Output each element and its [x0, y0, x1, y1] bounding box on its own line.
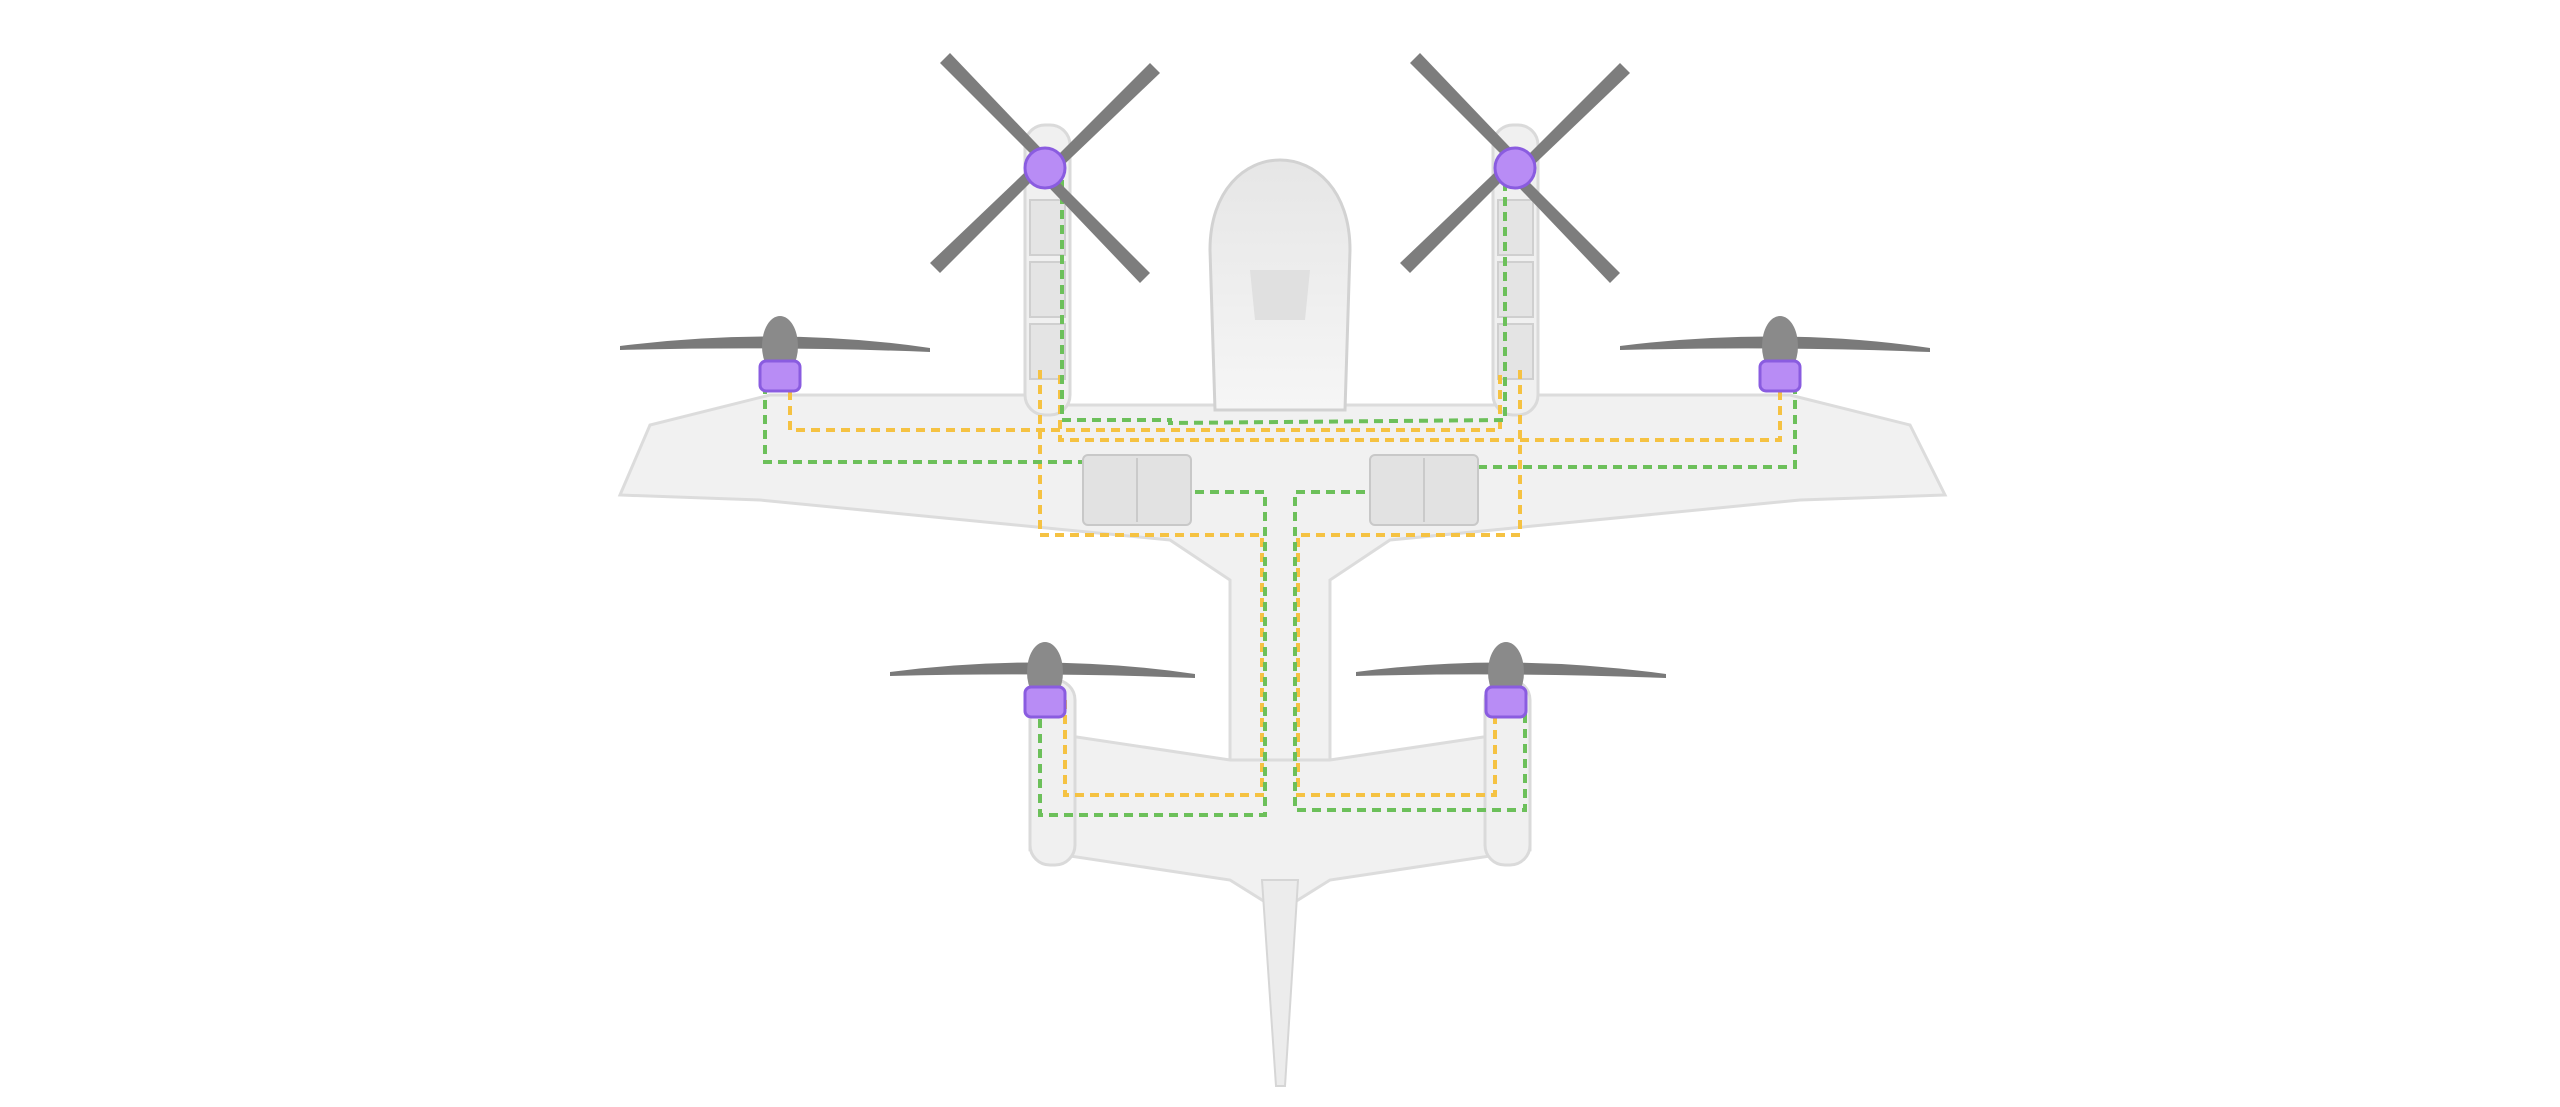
motor-icon — [1023, 146, 1067, 190]
motor-icon — [1484, 685, 1528, 719]
tail-boom — [1260, 879, 1300, 1087]
rotor-icon — [1400, 53, 1630, 283]
battery-packs — [1029, 199, 1534, 380]
rotor-icon — [1620, 316, 1930, 393]
cockpit-seat — [1250, 270, 1310, 320]
motor-icon — [1758, 359, 1802, 393]
rotor-icon — [1356, 642, 1666, 719]
main-wing — [617, 393, 1948, 762]
inverter-module-left — [1082, 454, 1192, 526]
rotor-icon — [620, 316, 930, 393]
motor-icon — [1023, 685, 1067, 719]
rotor-icon — [890, 642, 1195, 719]
inverter-module-right — [1369, 454, 1479, 526]
rotor-icon — [930, 53, 1160, 283]
motor-icon — [758, 359, 802, 393]
motor-icon — [1493, 146, 1537, 190]
signal-wiring — [763, 180, 1797, 817]
